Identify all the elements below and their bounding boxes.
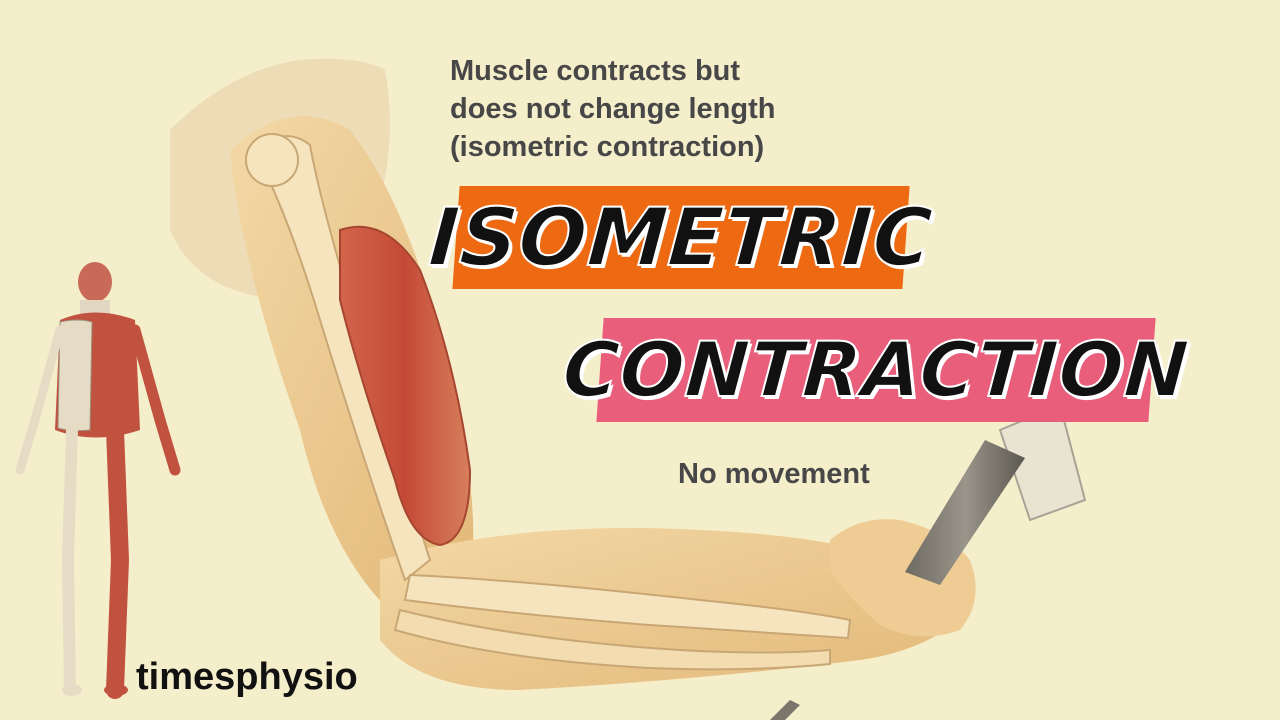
title-line-1: ISOMETRIC: [425, 190, 937, 285]
title-banner-contraction: CONTRACTION: [559, 318, 1193, 422]
anatomy-figure-illustration: [15, 262, 181, 699]
biceps-muscle: [339, 225, 472, 547]
handle-bar: [905, 440, 1025, 585]
title-line-2: CONTRACTION: [559, 324, 1193, 415]
radius-bone: [403, 573, 852, 640]
bar-lower: [770, 700, 800, 720]
brand-watermark: timesphysio: [136, 656, 358, 698]
caption-muscle-description: Muscle contracts but does not change len…: [450, 55, 776, 163]
humerus-head: [245, 133, 299, 187]
caption-no-movement: No movement: [678, 458, 870, 490]
title-banner-isometric: ISOMETRIC: [425, 186, 937, 289]
ulna-bone: [393, 608, 831, 671]
